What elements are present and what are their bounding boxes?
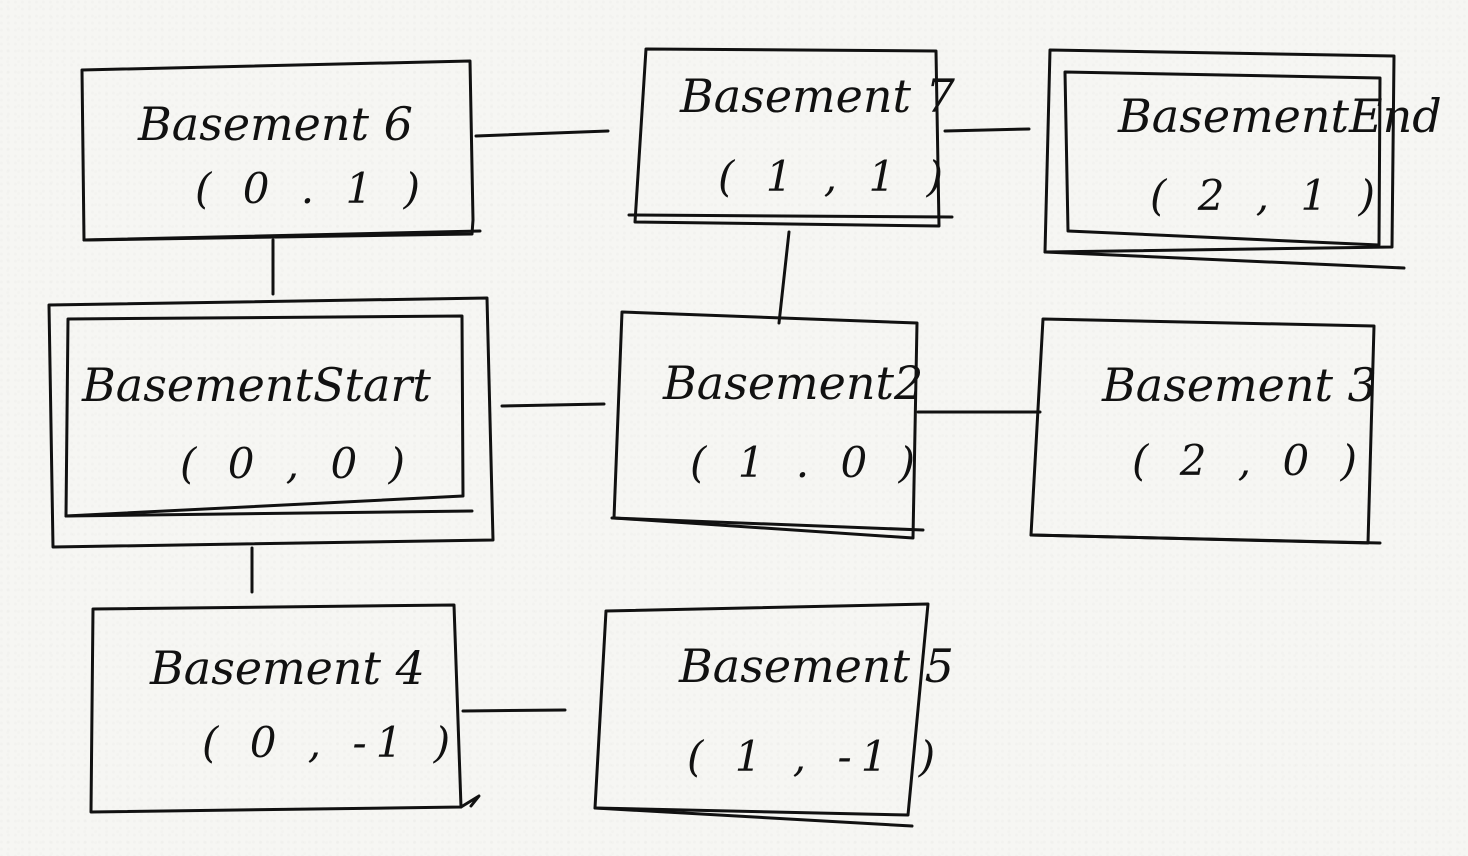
room-basement7-name: Basement 7 (679, 69, 956, 123)
room-basement7-coordinates: ( 1 , 1 ) (718, 152, 952, 201)
connector-basement4-basement5 (461, 708, 567, 713)
room-basement5-coordinates: ( 1 , -1 ) (687, 732, 944, 781)
room-basement2: Basement2 ( 1 . 0 ) (610, 310, 925, 540)
connector-basement7-basement2 (777, 230, 791, 325)
connector-basement7-basementend (943, 127, 1031, 133)
room-basementstart: BasementStart ( 0 , 0 ) (47, 296, 495, 549)
room-basementend-name: BasementEnd (1117, 89, 1442, 143)
room-basement6: Basement 6 ( 0 . 1 ) (80, 59, 482, 242)
room-basementend: BasementEnd ( 2 , 1 ) (1043, 48, 1442, 270)
room-basement5-name: Basement 5 (678, 639, 954, 693)
room-basementstart-coordinates: ( 0 , 0 ) (180, 439, 414, 488)
room-basement6-name: Basement 6 (137, 97, 413, 151)
room-basement7: Basement 7 ( 1 , 1 ) (627, 47, 956, 228)
room-basement2-name: Basement2 (662, 356, 923, 410)
room-basementend-coordinates: ( 2 , 1 ) (1150, 171, 1384, 220)
room-basement4-coordinates: ( 0 , -1 ) (202, 718, 459, 767)
connector-basement6-basement7 (474, 129, 610, 138)
room-basement4: Basement 4 ( 0 , -1 ) (89, 603, 481, 814)
room-basement2-coordinates: ( 1 . 0 ) (690, 438, 924, 487)
room-basement6-coordinates: ( 0 . 1 ) (195, 164, 429, 213)
room-basement3-coordinates: ( 2 , 0 ) (1132, 436, 1366, 485)
connector-basementstart-basement2 (500, 402, 606, 408)
room-basement5: Basement 5 ( 1 , -1 ) (593, 602, 954, 828)
room-basement3: Basement 3 ( 2 , 0 ) (1029, 317, 1382, 545)
room-basement4-name: Basement 4 (149, 641, 425, 695)
room-basementstart-name: BasementStart (81, 358, 431, 412)
room-basement3-name: Basement 3 (1101, 358, 1377, 412)
